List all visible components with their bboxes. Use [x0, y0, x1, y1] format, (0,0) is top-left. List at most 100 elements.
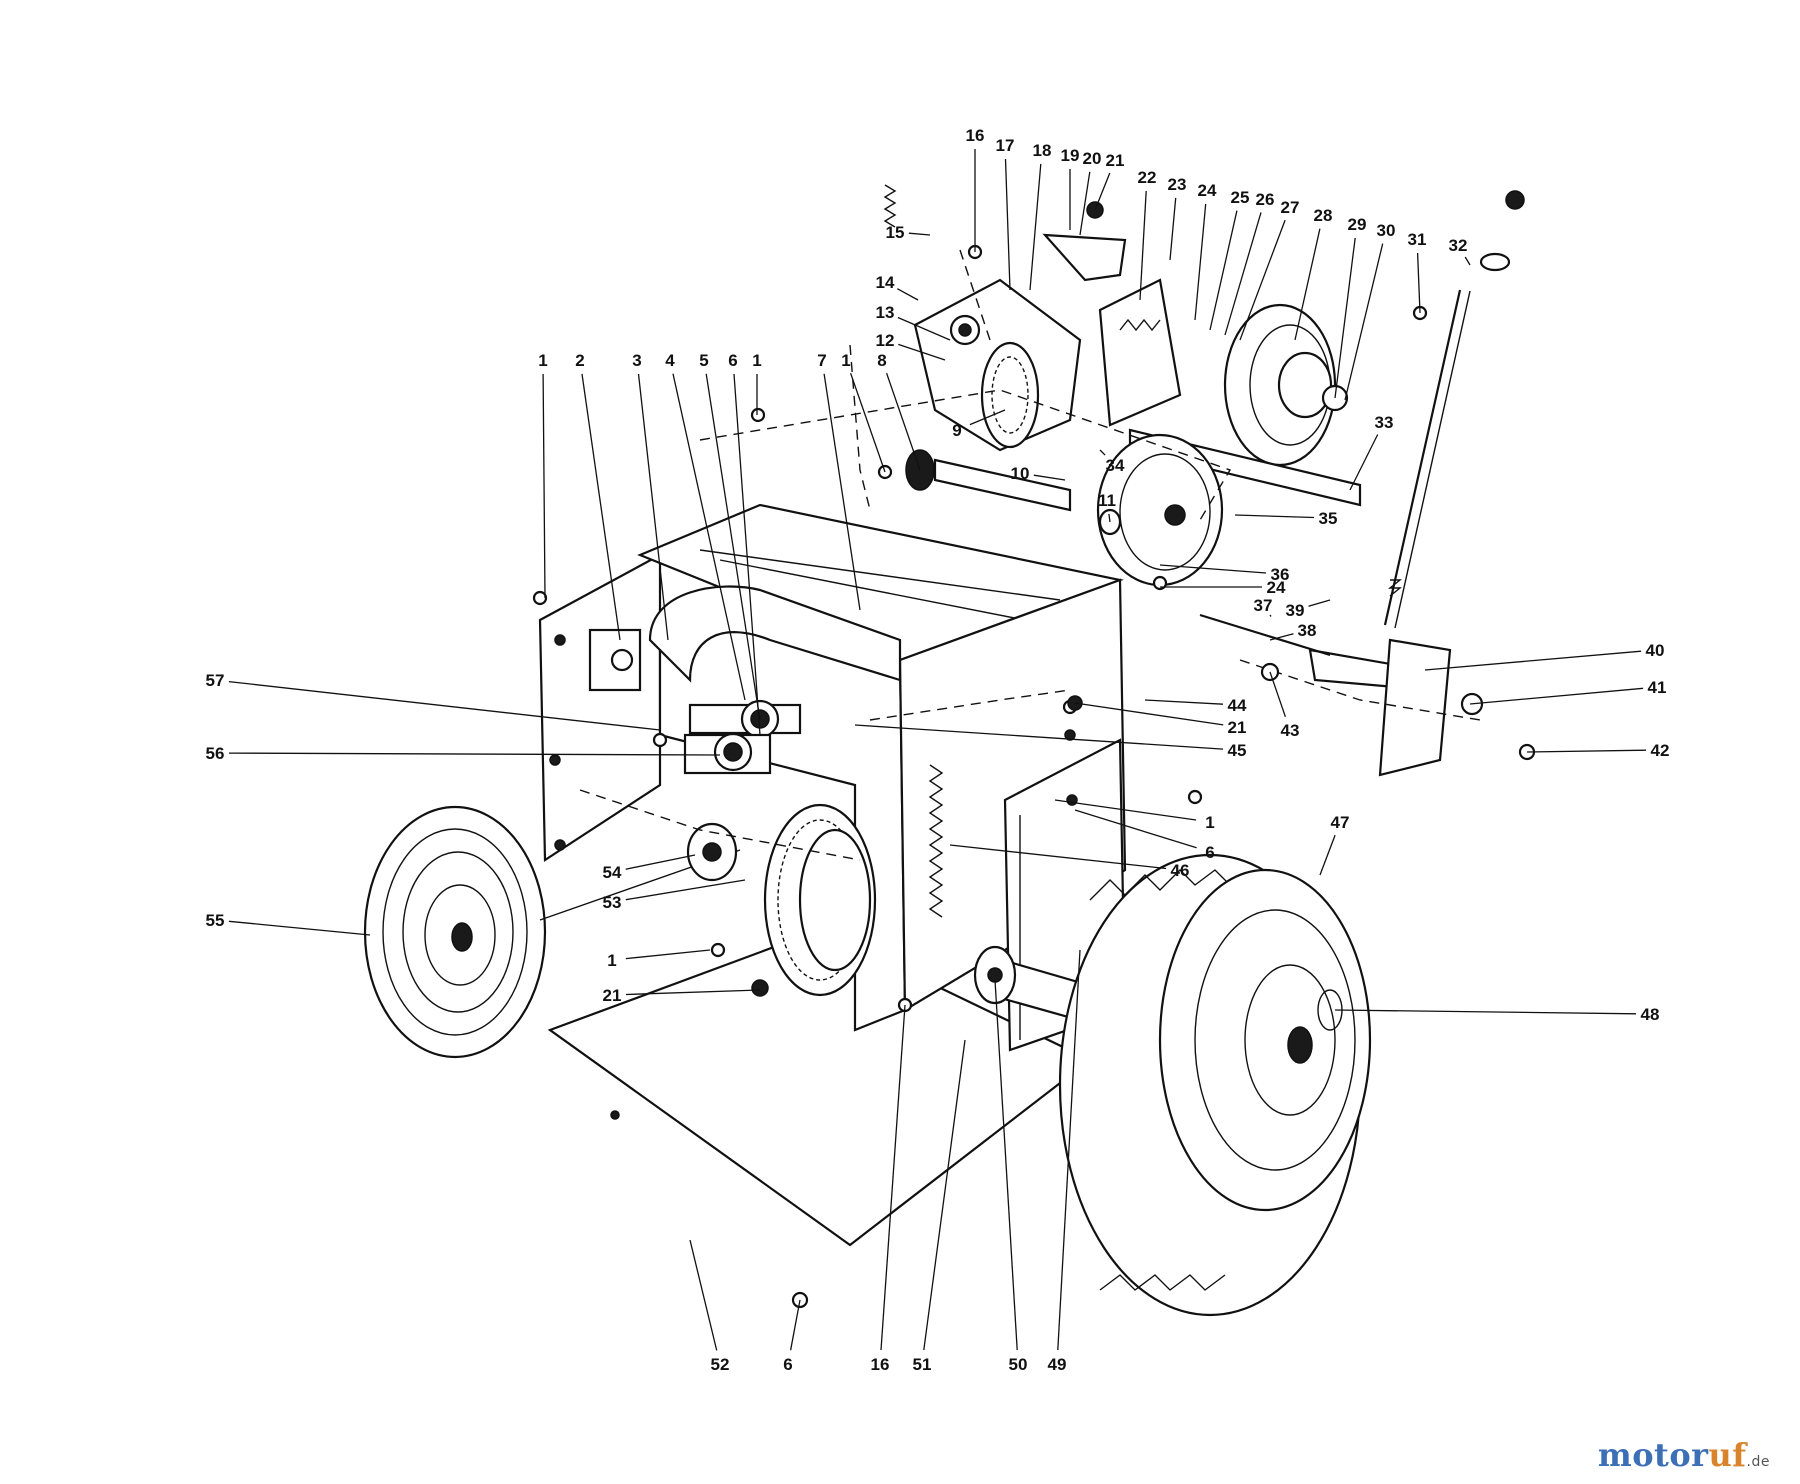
callout-label: 54 — [603, 863, 622, 882]
callout-label: 53 — [603, 893, 622, 912]
leader-line — [994, 979, 1018, 1351]
leader-line — [1054, 799, 1197, 821]
brand-word-1: motor — [1597, 1436, 1709, 1474]
leader-line — [789, 1299, 801, 1351]
leader-line — [1319, 834, 1336, 876]
callout-label: 34 — [1106, 456, 1125, 475]
callout-17: 16 — [966, 126, 984, 252]
callout-53: 48 — [1334, 1005, 1660, 1024]
callout-2: 3 — [632, 351, 669, 641]
callout-46: 44 — [1144, 696, 1247, 715]
leader-line — [1139, 190, 1147, 301]
leader-line — [908, 232, 931, 236]
leader-line — [1526, 749, 1647, 753]
leader-line — [1416, 252, 1421, 314]
callout-57: 54 — [603, 854, 696, 882]
callout-label: 29 — [1348, 215, 1367, 234]
callout-label: 23 — [1168, 175, 1187, 194]
leader-line — [1344, 243, 1384, 401]
brand-suffix: .de — [1746, 1454, 1770, 1470]
callout-29: 28 — [1294, 206, 1333, 341]
callout-label: 1 — [1205, 813, 1214, 832]
leader-line — [1234, 514, 1315, 519]
callout-41: 38 — [1269, 621, 1317, 641]
callout-63: 16 — [871, 1004, 906, 1374]
callout-60: 21 — [603, 986, 761, 1005]
callout-8: 1 — [841, 351, 886, 473]
leader-line — [1349, 434, 1379, 491]
callout-label: 8 — [877, 351, 886, 370]
leader-line — [1029, 163, 1042, 291]
callout-label: 12 — [876, 331, 895, 350]
callout-5: 6 — [728, 351, 761, 736]
callout-label: 55 — [206, 911, 225, 930]
hidden-outlines — [579, 249, 1481, 861]
callout-62: 6 — [783, 1299, 801, 1374]
callout-label: 5 — [699, 351, 708, 370]
callout-9: 8 — [877, 351, 921, 471]
leader-line — [228, 920, 371, 936]
callout-37: 36 — [1159, 564, 1290, 584]
drive-pulley — [363, 805, 741, 1059]
leader-line — [625, 879, 746, 901]
fasteners — [532, 190, 1536, 1309]
drive-sprocket — [763, 803, 877, 997]
callout-39: 37 — [1254, 596, 1272, 617]
callout-label: 25 — [1231, 188, 1250, 207]
callout-label: 10 — [1011, 464, 1030, 483]
leader-line — [885, 372, 921, 471]
callout-47: 21 — [1074, 702, 1246, 737]
brand-word-2: uf — [1708, 1436, 1747, 1474]
callout-label: 52 — [711, 1355, 730, 1374]
leader-line — [1159, 564, 1267, 574]
leader-line — [1334, 1009, 1637, 1015]
leader-line — [1074, 809, 1197, 849]
callout-42: 40 — [1424, 641, 1664, 671]
leader-line — [625, 854, 696, 870]
callout-10: 9 — [952, 409, 1006, 440]
callout-label: 11 — [1098, 491, 1116, 510]
leader-line — [896, 288, 919, 301]
leader-line — [1308, 599, 1331, 607]
callout-14: 13 — [876, 303, 951, 341]
callout-36: 35 — [1234, 509, 1337, 528]
leader-line — [672, 373, 746, 701]
callout-label: 17 — [996, 136, 1015, 155]
leader-line — [625, 949, 711, 960]
callout-43: 41 — [1469, 678, 1666, 705]
callout-label: 48 — [1641, 1005, 1660, 1024]
callout-label: 47 — [1331, 813, 1350, 832]
tension-spring — [928, 764, 944, 918]
callout-label: 24 — [1198, 181, 1217, 200]
callout-21: 20 — [1079, 149, 1102, 236]
leader-line — [1269, 633, 1294, 641]
callout-label: 33 — [1375, 413, 1394, 432]
callout-label: 39 — [1286, 601, 1305, 620]
callout-label: 19 — [1061, 146, 1080, 165]
leader-line — [705, 373, 761, 721]
callout-30: 29 — [1334, 215, 1367, 399]
leader-line — [949, 844, 1167, 870]
callout-25: 24 — [1194, 181, 1217, 321]
callout-4: 5 — [699, 351, 761, 721]
leader-line — [1269, 671, 1287, 718]
bearing-flange — [686, 822, 738, 882]
callout-label: 31 — [1408, 230, 1427, 249]
callout-61: 52 — [689, 1239, 730, 1374]
callout-label: 46 — [1171, 861, 1190, 880]
leader-line — [1294, 228, 1321, 341]
callout-label: 28 — [1314, 206, 1333, 225]
callout-label: 6 — [728, 351, 737, 370]
callout-50: 6 — [1074, 809, 1215, 862]
leader-line — [1424, 650, 1642, 671]
callout-38: 24 — [1160, 578, 1286, 597]
callout-56: 55 — [206, 911, 371, 936]
callout-label: 26 — [1256, 190, 1275, 209]
bearing-housing — [683, 732, 772, 775]
callout-label: 38 — [1298, 621, 1317, 640]
callout-18: 17 — [996, 136, 1015, 291]
callout-28: 27 — [1239, 198, 1299, 341]
callout-label: 57 — [206, 671, 225, 690]
callout-label: 36 — [1271, 565, 1290, 584]
callout-label: 20 — [1083, 149, 1102, 168]
